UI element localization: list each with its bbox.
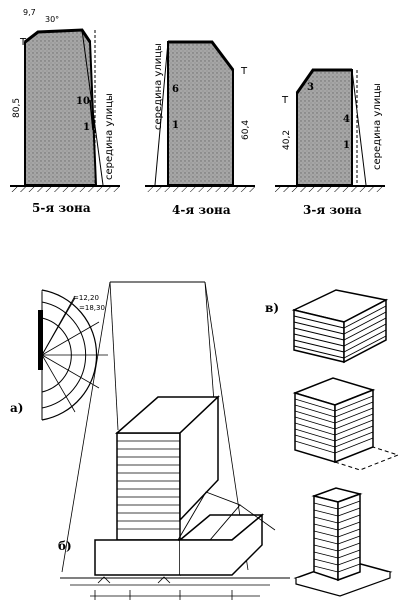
- ground-ticks: [94, 590, 233, 600]
- plan-radials: [41, 290, 108, 413]
- zone5-angle: 30°: [45, 15, 59, 24]
- zone4-ray: [154, 41, 169, 186]
- zone3-n2: 1: [343, 140, 350, 151]
- zone4-roof: [168, 40, 235, 71]
- zone3-figure: Т 40,2 середина улицы 3 4 1 3-я зона: [275, 68, 385, 217]
- label-v: в): [265, 301, 279, 315]
- zone5-street: середина улицы: [104, 93, 115, 180]
- zone4-n2: 1: [172, 120, 179, 131]
- zone4-t: Т: [240, 66, 248, 77]
- zone3-street: середина улицы: [372, 83, 383, 170]
- zone3-building: [296, 69, 353, 186]
- ground-arc-2: [157, 576, 171, 584]
- ray-right-2: [204, 281, 215, 403]
- zone5-ground-hatch: [10, 187, 120, 192]
- zone4-caption: 4-я зона: [172, 203, 231, 217]
- podium-front: [94, 539, 181, 576]
- model-low: [291, 289, 389, 364]
- zone5-n2: 1: [83, 122, 90, 133]
- zone3-roof: [295, 68, 352, 94]
- zone4-n1: 6: [172, 84, 179, 95]
- plan-wall: [38, 310, 43, 370]
- zone3-n3: 4: [343, 114, 350, 125]
- zone5-height: 80,5: [12, 98, 22, 118]
- massing-models: в): [265, 289, 400, 597]
- ground-arc-1: [97, 576, 111, 584]
- perspective-diagram: б): [58, 281, 290, 600]
- zone5-roof: [24, 28, 92, 44]
- zone3-height: 40,2: [282, 130, 292, 150]
- zone3-caption: 3-я зона: [303, 203, 362, 217]
- plan-diagram: =12,20 =18,30 а): [10, 289, 108, 421]
- label-a: а): [10, 401, 23, 415]
- zone5-figure: Т 9,7 30° 80,5 середина улицы 10 1 5-я з…: [10, 8, 120, 215]
- zone4-height: 60,4: [241, 120, 251, 140]
- zone3-ray: [351, 69, 367, 186]
- plan-dim1: =12,20: [73, 294, 99, 302]
- zone4-figure: середина улицы Т 60,4 6 1 4-я зона: [145, 40, 255, 217]
- zone3-t: Т: [281, 95, 289, 106]
- ray-left: [61, 281, 111, 573]
- zone5-small: 9,7: [23, 8, 36, 17]
- zone5-t: Т: [19, 37, 27, 48]
- tower-side: [179, 395, 219, 522]
- zone3-ground-hatch: [275, 187, 385, 192]
- plan-dim2: =18,30: [79, 304, 105, 312]
- zone3-n1: 3: [307, 82, 314, 93]
- zone4-street: середина улицы: [153, 43, 164, 130]
- zone5-ray: [81, 29, 104, 186]
- zone5-n1: 10: [76, 96, 90, 107]
- model-tower: [293, 487, 393, 597]
- model-mid: [292, 377, 400, 471]
- label-b: б): [58, 539, 72, 553]
- plan-leader: [41, 295, 76, 356]
- tower-floors: [117, 440, 180, 530]
- zone5-caption: 5-я зона: [32, 201, 91, 215]
- zone4-ground-hatch: [145, 187, 255, 192]
- zone4-building: [167, 41, 234, 186]
- podium-side: [180, 513, 263, 576]
- ray-left-2: [109, 281, 119, 431]
- podium-ray: [239, 504, 276, 531]
- zone5-arrow: [89, 99, 94, 131]
